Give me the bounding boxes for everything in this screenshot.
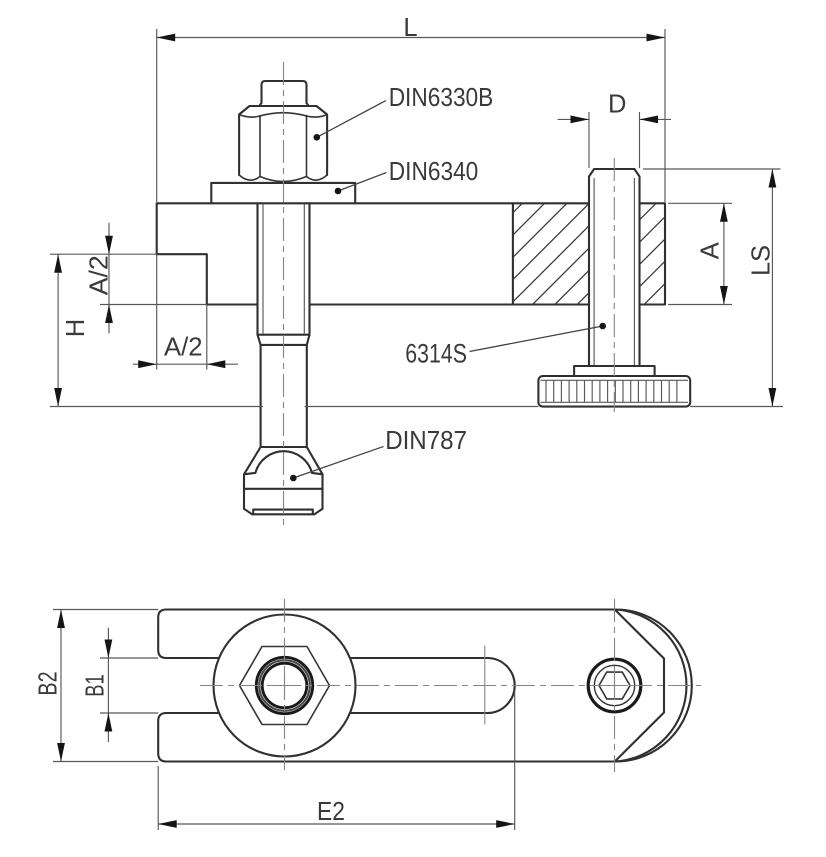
svg-text:E2: E2 xyxy=(317,798,345,826)
svg-text:DIN6330B: DIN6330B xyxy=(389,84,494,112)
svg-text:DIN787: DIN787 xyxy=(385,427,467,455)
svg-text:A/2: A/2 xyxy=(164,334,203,362)
svg-text:D: D xyxy=(608,90,626,118)
svg-text:L: L xyxy=(403,14,417,42)
svg-text:DIN6340: DIN6340 xyxy=(389,158,479,186)
svg-text:B1: B1 xyxy=(82,674,110,697)
svg-text:B2: B2 xyxy=(35,671,63,695)
svg-text:LS: LS xyxy=(748,245,776,276)
svg-text:A: A xyxy=(696,242,724,259)
svg-text:H: H xyxy=(62,319,90,337)
svg-text:A/2: A/2 xyxy=(86,255,114,295)
svg-text:6314S: 6314S xyxy=(405,339,467,369)
